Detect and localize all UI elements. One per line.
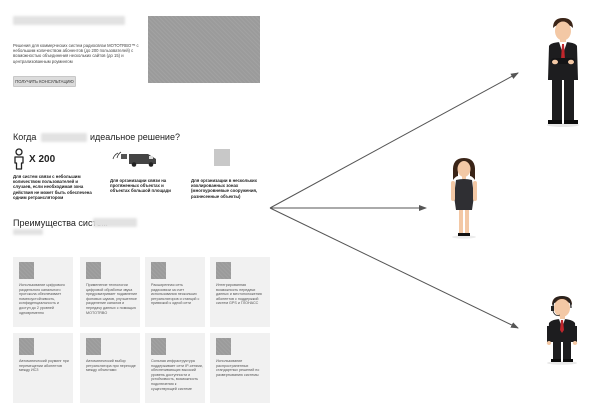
section-heading-when: Когда идеальное решение? bbox=[13, 132, 180, 142]
redacted-product-name-2 bbox=[93, 218, 137, 227]
advantage-card-image bbox=[19, 262, 34, 279]
advantage-card-image bbox=[86, 338, 101, 355]
advantage-card-text: Автоматический выбор ретранслятора при п… bbox=[86, 359, 136, 373]
redacted-product-name-3 bbox=[13, 229, 43, 235]
person-icon bbox=[14, 148, 24, 170]
advantage-card: Автоматический выбор ретранслятора при п… bbox=[80, 333, 140, 403]
redacted-product-name bbox=[41, 133, 87, 142]
man-in-suit-icon bbox=[547, 18, 579, 127]
advantage-card-text: Автоматический роуминг при перемещении а… bbox=[19, 359, 69, 373]
feature-label-small-users: Для систем связи с небольшим количеством… bbox=[13, 174, 92, 200]
advantage-card: Сильная инфраструктура поддерживает сети… bbox=[145, 333, 205, 403]
user-count: X 200 bbox=[29, 154, 56, 165]
arrow-to-man-in-suit bbox=[269, 72, 519, 209]
advantage-card-image bbox=[151, 262, 166, 279]
heading-when-part2: идеальное решение? bbox=[90, 132, 180, 142]
advantage-card: Расширенная сеть радиосвязи за счет испо… bbox=[145, 257, 205, 327]
advantage-card-text: Использование распространенных стандартн… bbox=[216, 359, 260, 377]
advantage-card-image bbox=[216, 338, 231, 355]
building-image-placeholder bbox=[214, 149, 230, 166]
truck-icon bbox=[112, 151, 156, 167]
woman-in-dress-icon bbox=[451, 158, 477, 239]
consultation-button[interactable]: ПОЛУЧИТЬ КОНСУЛЬТАЦИЮ bbox=[13, 76, 76, 87]
advantage-card: Автоматический роуминг при перемещении а… bbox=[13, 333, 73, 403]
advantage-card: Интегрированная возможность передачи дан… bbox=[210, 257, 270, 327]
advantage-card-text: Сильная инфраструктура поддерживает сети… bbox=[151, 359, 203, 391]
advantage-card-image bbox=[216, 262, 231, 279]
feature-label-long-objects: Для организации связи на протяженных объ… bbox=[110, 178, 171, 194]
feature-label-isolated-zones: Для организации в нескольких изолированн… bbox=[191, 178, 258, 199]
advantage-card-text: Интегрированная возможность передачи дан… bbox=[216, 283, 262, 306]
advantage-card-image bbox=[86, 262, 101, 279]
advantage-card-image bbox=[151, 338, 166, 355]
advantage-card: Применение технологии цифровой обработки… bbox=[80, 257, 140, 327]
hero-image-placeholder bbox=[148, 16, 260, 83]
heading-when-part1: Когда bbox=[13, 132, 37, 142]
advantage-card: Использование цифрового раздельного кана… bbox=[13, 257, 73, 327]
advantage-card-image bbox=[19, 338, 34, 355]
advantage-card-text: Расширенная сеть радиосвязи за счет испо… bbox=[151, 283, 200, 306]
section-heading-advantages: Преимущества систем bbox=[13, 218, 108, 228]
advantage-card-text: Применение технологии цифровой обработки… bbox=[86, 283, 138, 315]
advantage-card-text: Использование цифрового раздельного кана… bbox=[19, 283, 65, 315]
intro-description: Решения для коммерческих систем радиосвя… bbox=[13, 43, 139, 64]
advantage-card: Использование распространенных стандартн… bbox=[210, 333, 270, 403]
arrow-to-man-headset bbox=[269, 207, 519, 329]
man-with-headset-icon bbox=[546, 296, 578, 365]
redacted-text-block bbox=[13, 16, 125, 25]
